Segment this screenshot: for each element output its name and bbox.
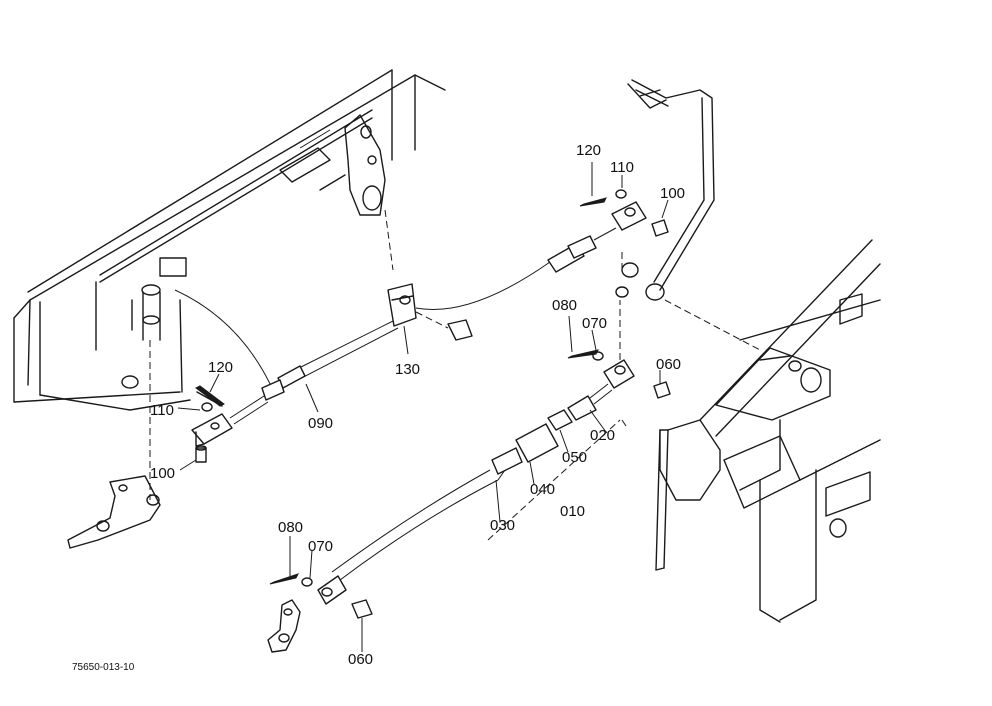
callout-100-top: 100 bbox=[660, 185, 685, 202]
callout-070-bot: 070 bbox=[308, 538, 333, 555]
rod-assembly-010 bbox=[317, 300, 635, 605]
bottom-pin-set bbox=[267, 573, 373, 653]
drawing-code: 75650-013-10 bbox=[72, 662, 135, 673]
callout-040: 040 bbox=[530, 481, 555, 498]
callout-030: 030 bbox=[490, 517, 515, 534]
callout-labels: 120 110 100 130 080 070 060 120 110 100 … bbox=[150, 142, 685, 668]
callout-050: 050 bbox=[562, 449, 587, 466]
callout-110-left: 110 bbox=[150, 402, 174, 419]
right-frame bbox=[655, 239, 881, 623]
left-rod bbox=[141, 284, 161, 500]
left-clevis bbox=[191, 385, 233, 463]
left-lever bbox=[67, 475, 161, 549]
cable-090 bbox=[174, 289, 399, 425]
right-top-clevis bbox=[579, 189, 669, 237]
callout-120-left: 120 bbox=[208, 359, 233, 376]
callout-110-top: 110 bbox=[610, 159, 634, 176]
callout-070-mid: 070 bbox=[582, 315, 607, 332]
callout-020: 020 bbox=[590, 427, 615, 444]
callout-080-bot: 080 bbox=[278, 519, 303, 536]
callout-060-mid: 060 bbox=[656, 356, 681, 373]
callout-090: 090 bbox=[308, 415, 333, 432]
callout-080-mid: 080 bbox=[552, 297, 577, 314]
leader-lines bbox=[177, 162, 669, 652]
callout-060-bot: 060 bbox=[348, 651, 373, 668]
left-frame bbox=[13, 69, 446, 411]
callout-010: 010 bbox=[560, 503, 585, 520]
pedal-lever bbox=[615, 79, 761, 351]
callout-100-left: 100 bbox=[150, 465, 175, 482]
clip-130 bbox=[387, 283, 473, 341]
upper-cable bbox=[415, 227, 617, 311]
callout-120-top: 120 bbox=[576, 142, 601, 159]
upper-bracket bbox=[344, 114, 394, 271]
mid-pin-set bbox=[567, 349, 671, 399]
callout-130: 130 bbox=[395, 361, 420, 378]
